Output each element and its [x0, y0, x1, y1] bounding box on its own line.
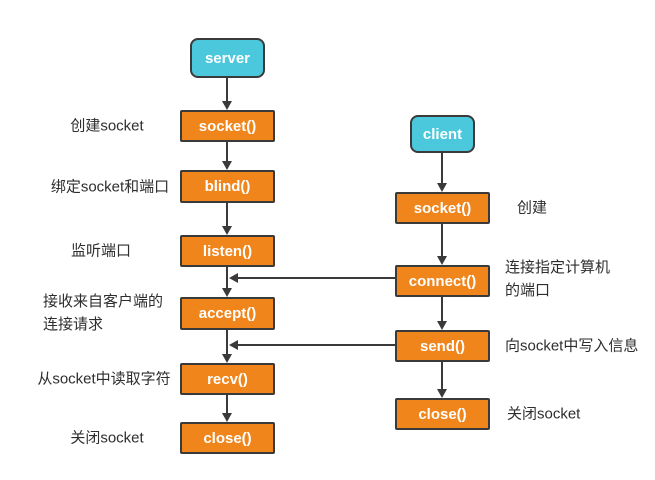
client-send-annotation: 向socket中写入信息 [505, 337, 639, 355]
client-close-annotation: 关闭socket [507, 405, 581, 423]
arrow-head-icon [437, 389, 447, 398]
client-close-label: close() [418, 405, 467, 423]
arrow-line [226, 267, 228, 288]
server-socket-label: socket() [198, 117, 257, 135]
client-connect-label: connect() [408, 272, 477, 290]
client-connect-annotation: 连接指定计算机 的端口 [505, 259, 611, 299]
server-recv-box: recv() [180, 363, 275, 395]
client-send-box: send() [395, 330, 490, 362]
server-blind-annotation: 绑定socket和端口 [50, 178, 170, 196]
server-close-label: close() [203, 429, 252, 447]
client-socket-label: socket() [413, 199, 472, 217]
server-recv-annotation: 从socket中读取字符 [37, 370, 171, 388]
server-blind-label: blind() [204, 178, 251, 195]
arrow-head-icon [222, 413, 232, 422]
arrow-line [226, 203, 228, 226]
arrow-line [226, 78, 228, 101]
server-header-label: server [204, 49, 251, 67]
arrow-line [237, 277, 395, 279]
arrow-line [226, 395, 228, 413]
server-recv-label: recv() [207, 370, 248, 388]
client-send-label: send() [420, 337, 465, 355]
server-blind-box: blind() [180, 170, 275, 203]
server-accept-label: accept() [198, 305, 257, 322]
arrow-line [226, 142, 228, 161]
client-close-box: close() [395, 398, 490, 430]
server-close-annotation: 关闭socket [70, 429, 144, 447]
server-close-box: close() [180, 422, 275, 454]
arrow-line [441, 362, 443, 389]
server-listen-annotation: 监听端口 [70, 242, 132, 260]
client-header-box: client [410, 115, 475, 153]
arrow-head-icon [222, 288, 232, 297]
client-socket-annotation: 创建 [517, 199, 548, 217]
arrow-line [441, 297, 443, 321]
arrow-head-icon [437, 183, 447, 192]
client-connect-box: connect() [395, 265, 490, 297]
arrow-head-icon [222, 161, 232, 170]
server-header-box: server [190, 38, 265, 78]
server-listen-box: listen() [180, 235, 275, 267]
server-socket-annotation: 创建socket [70, 117, 144, 135]
arrow-line [226, 330, 228, 354]
arrow-line [237, 344, 395, 346]
server-accept-annotation: 接收来自客户端的 连接请求 [43, 293, 164, 333]
arrow-line [441, 224, 443, 256]
client-socket-box: socket() [395, 192, 490, 224]
arrow-head-icon [229, 340, 238, 350]
arrow-head-icon [222, 101, 232, 110]
arrow-line [441, 153, 443, 183]
arrow-head-icon [437, 321, 447, 330]
arrow-head-icon [222, 354, 232, 363]
arrow-head-icon [229, 273, 238, 283]
server-accept-box: accept() [180, 297, 275, 330]
server-socket-box: socket() [180, 110, 275, 142]
server-listen-label: listen() [202, 242, 253, 260]
client-header-label: client [422, 125, 463, 143]
arrow-head-icon [222, 226, 232, 235]
arrow-head-icon [437, 256, 447, 265]
